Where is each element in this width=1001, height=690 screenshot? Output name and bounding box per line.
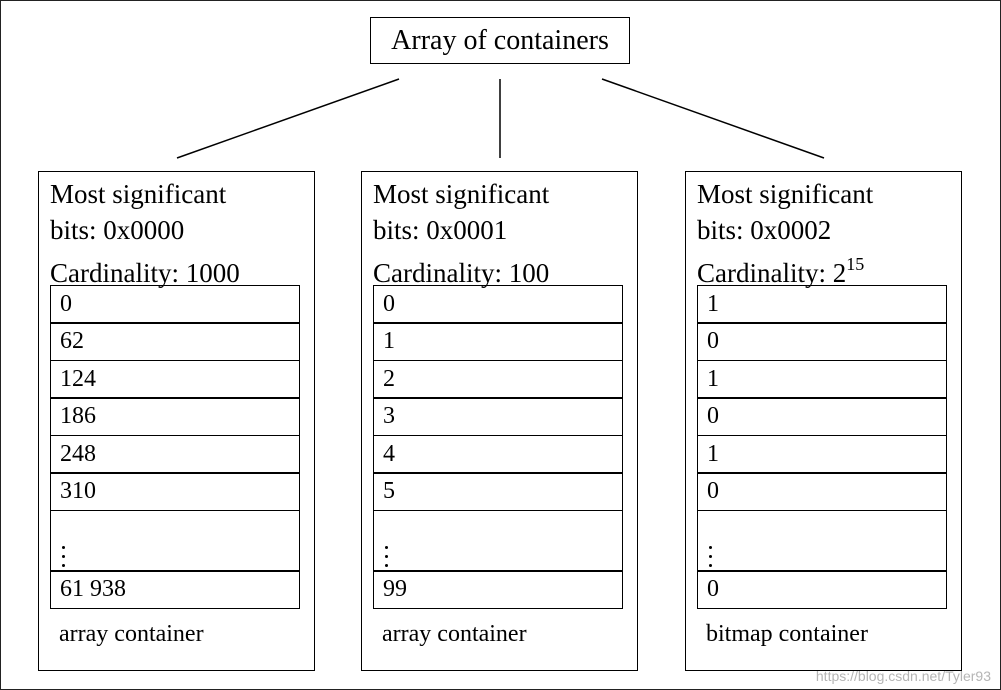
vertical-ellipsis-icon	[707, 545, 712, 567]
cardinality-label: Cardinality: 2	[697, 258, 847, 288]
cell-value: 5	[383, 478, 395, 504]
ellipsis-cell	[373, 509, 623, 572]
cardinality-label: Cardinality: 100	[373, 258, 550, 288]
cell-value: 0	[707, 328, 719, 354]
value-cell: 1	[697, 434, 947, 474]
ellipsis-cell	[50, 509, 300, 572]
cell-value: 61 938	[60, 576, 126, 602]
value-cell: 1	[697, 284, 947, 324]
value-cell: 1	[697, 359, 947, 399]
cell-value: 186	[60, 403, 96, 429]
value-cell: 124	[50, 359, 300, 399]
container-0x0000: Most significant bits: 0x0000 Cardinalit…	[38, 171, 315, 671]
connector-left	[176, 78, 400, 159]
container-header: Most significant bits: 0x0002 Cardinalit…	[697, 176, 873, 291]
value-cells: 1 0 1 0 1 0 0	[697, 284, 947, 609]
value-cell: 4	[373, 434, 623, 474]
vertical-ellipsis-icon	[383, 545, 388, 567]
value-cell: 0	[697, 397, 947, 436]
cell-value: 4	[383, 440, 395, 467]
cell-value: 0	[707, 403, 719, 429]
value-cell: 0	[50, 284, 300, 324]
cell-value: 0	[60, 290, 72, 317]
container-type-label: array container	[59, 621, 204, 647]
value-cell: 310	[50, 472, 300, 511]
cell-value: 1	[707, 440, 719, 467]
cardinality-exponent: 15	[846, 254, 865, 274]
array-of-containers-box: Array of containers	[370, 17, 630, 64]
header-line2: bits: 0x0001	[373, 215, 508, 245]
container-0x0001: Most significant bits: 0x0001 Cardinalit…	[361, 171, 638, 671]
value-cell: 0	[373, 284, 623, 324]
cardinality-label: Cardinality: 1000	[50, 258, 240, 288]
value-cells: 0 62 124 186 248 310 61 938	[50, 284, 300, 609]
value-cell: 0	[697, 322, 947, 361]
cell-value: 62	[60, 328, 84, 354]
cardinality: Cardinality: 1000	[50, 248, 240, 291]
cell-value: 3	[383, 403, 395, 429]
connector-right	[601, 78, 825, 159]
value-cell: 0	[697, 472, 947, 511]
cell-value: 248	[60, 440, 96, 467]
cell-value: 0	[707, 576, 719, 602]
value-cell: 1	[373, 322, 623, 361]
container-type-label: array container	[382, 621, 527, 647]
header-line1: Most significant	[697, 179, 874, 209]
header-line1: Most significant	[373, 179, 550, 209]
cell-value: 1	[707, 365, 719, 392]
watermark: https://blog.csdn.net/Tyler93	[815, 668, 991, 684]
cardinality: Cardinality: 215	[697, 248, 873, 291]
value-cell: 3	[373, 397, 623, 436]
value-cell: 248	[50, 434, 300, 474]
value-cell: 61 938	[50, 570, 300, 609]
value-cell: 2	[373, 359, 623, 399]
header-line1: Most significant	[50, 179, 227, 209]
header-line2: bits: 0x0000	[50, 215, 185, 245]
container-header: Most significant bits: 0x0001 Cardinalit…	[373, 176, 549, 291]
cell-value: 2	[383, 365, 395, 392]
container-0x0002: Most significant bits: 0x0002 Cardinalit…	[685, 171, 962, 671]
ellipsis-cell	[697, 509, 947, 572]
root-label: Array of containers	[391, 24, 609, 56]
cell-value: 124	[60, 365, 96, 392]
cell-value: 310	[60, 478, 96, 504]
value-cell: 62	[50, 322, 300, 361]
value-cells: 0 1 2 3 4 5 99	[373, 284, 623, 609]
vertical-ellipsis-icon	[60, 545, 65, 567]
container-type-label: bitmap container	[706, 621, 868, 647]
cell-value: 99	[383, 576, 407, 602]
cell-value: 1	[707, 290, 719, 317]
container-header: Most significant bits: 0x0000 Cardinalit…	[50, 176, 240, 291]
cell-value: 0	[707, 478, 719, 504]
value-cell: 0	[697, 570, 947, 609]
cell-value: 1	[383, 328, 395, 354]
cell-value: 0	[383, 290, 395, 317]
value-cell: 99	[373, 570, 623, 609]
value-cell: 186	[50, 397, 300, 436]
value-cell: 5	[373, 472, 623, 511]
header-line2: bits: 0x0002	[697, 215, 832, 245]
cardinality: Cardinality: 100	[373, 248, 549, 291]
